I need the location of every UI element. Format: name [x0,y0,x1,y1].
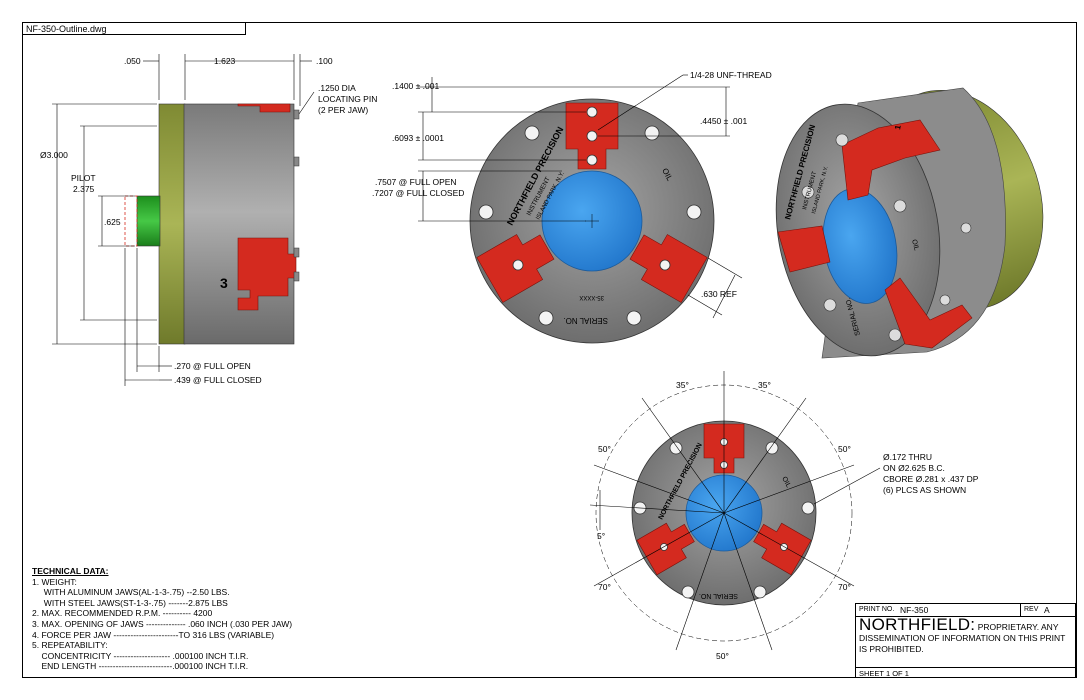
angle-view: 35° 35° 50° 50° 5° 70° 70° 50° Ø.172 THR… [589,371,979,661]
print-no-label: PRINT NO. [859,606,895,613]
tech-line: 1. WEIGHT: [32,576,77,587]
front-jaw-hole [512,259,524,271]
side-jaw-bottom [237,237,297,311]
print-no: NF-350 [900,605,929,615]
side-jaw-number: 3 [220,275,228,291]
front-mount-hole [538,310,554,326]
angle-mount-hole [669,441,683,455]
side-face-plate [158,103,186,345]
side-pin [293,271,300,282]
tech-line: CONCENTRICITY -------------------- .0001… [32,650,249,661]
hole-note-2: ON Ø2.625 B.C. [883,463,945,473]
angle-mount-hole [681,585,695,599]
angle-mount-hole [801,501,815,515]
tech-line: 3. MAX. OPENING OF JAWS -------------- .… [32,618,293,629]
technical-data-header: TECHNICAL DATA: [32,566,109,576]
title-block-header: PRINT NO. NF-350 REV A [856,604,1075,617]
front-dim-1400: .1400 ± .001 [392,81,439,91]
angle-35-right: 35° [758,380,771,390]
side-open-dim: .270 @ FULL OPEN [174,361,251,371]
sheet-number: SHEET 1 OF 1 [859,669,909,678]
front-jaw-hole [659,259,671,271]
tech-line: 4. FORCE PER JAW -----------------------… [32,629,275,640]
side-pin-note-2: LOCATING PIN [318,94,377,104]
iso-oil: OIL [910,239,920,252]
proprietary-notice: NORTHFIELD: PROPRIETARY. ANY DISSEMINATI… [859,616,1073,655]
title-block: PRINT NO. NF-350 REV A NORTHFIELD: PROPR… [855,603,1076,678]
side-pin [293,109,300,120]
front-view: NORTHFIELD PRECISION INSTRUMENT ISLAND P… [372,70,772,344]
angle-5: 5° [597,531,605,541]
front-mount-hole [644,125,660,141]
angle-70-left: 70° [598,582,611,592]
front-thread-note: 1/4-28 UNF-THREAD [690,70,772,80]
notice-text: PROPRIETARY. ANY DISSEMINATION OF INFORM… [859,622,1066,654]
iso-jaw-top [841,119,941,201]
side-pilot-ghost [124,195,138,247]
angle-35-left: 35° [676,380,689,390]
rev-value: A [1044,605,1050,615]
side-pilot-value: 2.375 [73,184,95,194]
side-dim-1623: 1.623 [214,56,236,66]
iso-jaw-right [884,277,973,349]
front-open: .7507 @ FULL OPEN [375,177,457,187]
angle-50-right: 50° [838,444,851,454]
front-serial-num: 35-XXXX [579,294,604,300]
front-dim-4450: .4450 ± .001 [700,116,747,126]
angle-mount-hole [765,441,779,455]
tech-line: END LENGTH --------------------------.00… [32,661,249,672]
side-pin-note-1: .1250 DIA [318,83,356,93]
front-jaw-hole [586,154,598,166]
hole-note-1: Ø.172 THRU [883,452,932,462]
sheet-row: SHEET 1 OF 1 [856,667,1075,679]
front-jaw-hole [586,130,598,142]
angle-50-bottom: 50° [716,651,729,661]
side-view: 3 .050 1.623 [40,54,377,386]
technical-data: TECHNICAL DATA:1. WEIGHT: WITH ALUMINUM … [32,566,292,672]
front-ref-630: .630 REF [701,289,737,299]
side-dim-625: .625 [104,217,121,227]
tech-line: WITH ALUMINUM JAWS(AL-1-3-.75) --2.50 LB… [32,587,230,598]
side-closed-dim: .439 @ FULL CLOSED [174,375,262,385]
side-dim-100: .100 [316,56,333,66]
rev-divider [1020,604,1021,616]
side-jaw-top [237,103,291,113]
iso-jaw-left [777,225,831,273]
angle-serial: SERIAL NO. [699,592,738,599]
side-pin [293,156,300,167]
front-mount-hole [626,310,642,326]
side-pin [293,247,300,258]
rev-label: REV [1024,606,1039,613]
tech-line: WITH STEEL JAWS(ST-1-3-.75) -------2.875… [32,597,228,608]
hole-note-3: CBORE Ø.281 x .437 DP [883,474,979,484]
side-diameter: Ø3.000 [40,150,68,160]
side-pin-note-3: (2 PER JAW) [318,105,368,115]
angle-oil: OIL [780,476,792,489]
side-pilot [136,195,161,247]
angle-70-right: 70° [838,582,851,592]
iso-jaw-label: 1 [893,124,903,130]
front-serial: SERIAL NO. [563,316,608,325]
tech-line: 2. MAX. RECOMMENDED R.P.M. ---------- 42… [32,608,213,619]
front-mount-hole [524,125,540,141]
tech-line: 5. REPEATABILITY: [32,640,108,651]
angle-50-left: 50° [598,444,611,454]
front-closed: .7207 @ FULL CLOSED [372,188,464,198]
company-name: NORTHFIELD: [859,615,976,634]
side-pilot-label: PILOT [71,173,96,183]
front-mount-hole [478,204,494,220]
front-jaw-hole [586,106,598,118]
side-dim-050: .050 [124,56,141,66]
front-dim-6093: .6093 ± .0001 [392,133,444,143]
angle-mount-hole [753,585,767,599]
iso-view: NORTHFIELD PRECISION INSTRUMENT ISLAND P… [775,87,1044,359]
hole-note-4: (6) PLCS AS SHOWN [883,485,966,495]
front-mount-hole [686,204,702,220]
